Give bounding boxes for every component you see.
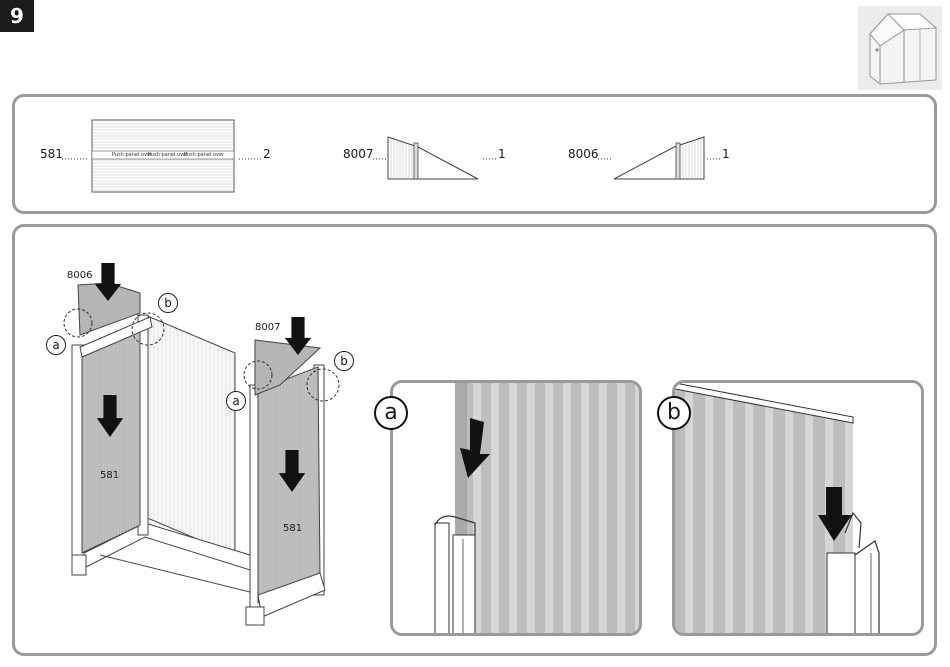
part-qty-8006: 1 xyxy=(722,147,730,161)
label-8007: 8007 xyxy=(255,322,280,333)
label-581-right: 581 xyxy=(283,523,302,534)
panel-stripe xyxy=(581,383,589,636)
gable-8007-drawing xyxy=(388,135,478,183)
callout-a-left: a xyxy=(46,335,66,355)
panel-stripe xyxy=(635,383,642,636)
panel-stripe xyxy=(705,393,713,636)
panel-stripe xyxy=(725,397,733,636)
callout-b-right: b xyxy=(334,351,354,371)
label-581-left: 581 xyxy=(100,470,119,481)
panel-print-text: Push panel over xyxy=(148,152,188,158)
callout-b-left: b xyxy=(158,293,178,313)
part-qty-8007: 1 xyxy=(498,147,506,161)
leader-dots xyxy=(239,158,263,160)
leader-dots xyxy=(598,158,612,160)
leader-dots xyxy=(62,158,88,160)
panel-stripe xyxy=(527,383,535,636)
leader-dots xyxy=(707,158,721,160)
shed-thumbnail-icon xyxy=(858,6,942,90)
panel-print-text: Push panel over xyxy=(184,152,224,158)
panel-stripe xyxy=(617,383,625,636)
callout-a-right: a xyxy=(226,391,246,411)
panel-stripe xyxy=(785,409,793,636)
detail-a-drawing xyxy=(393,383,642,636)
part-number-8007: 8007 xyxy=(343,147,374,161)
detail-a-label: a xyxy=(374,396,408,430)
panel-stripe xyxy=(491,383,499,636)
assembly-drawing xyxy=(40,255,380,635)
step-number-badge: 9 xyxy=(0,0,34,32)
gable-8006-drawing xyxy=(614,135,704,183)
panel-stripe xyxy=(765,405,773,636)
label-8006: 8006 xyxy=(67,270,92,281)
part-qty-581: 2 xyxy=(263,147,271,161)
panel-stripe xyxy=(545,383,553,636)
panel-stripe xyxy=(599,383,607,636)
panel-stripe xyxy=(685,389,693,636)
panel-stripe xyxy=(745,401,753,636)
detail-b-drawing xyxy=(675,383,924,636)
part-number-581: 581 xyxy=(40,147,63,161)
leader-dots xyxy=(483,158,497,160)
detail-b-arrow-icon xyxy=(818,487,852,541)
detail-a-arrow-icon xyxy=(458,418,492,478)
detail-b-label: b xyxy=(657,396,691,430)
part-number-8006: 8006 xyxy=(568,147,599,161)
panel-print-text: Push panel over xyxy=(112,152,152,158)
leader-dots xyxy=(373,158,387,160)
detail-a-panel xyxy=(390,380,642,636)
detail-b-panel xyxy=(672,380,924,636)
panel-stripe xyxy=(563,383,571,636)
panel-stripe xyxy=(805,413,813,636)
panel-stripe xyxy=(509,383,517,636)
